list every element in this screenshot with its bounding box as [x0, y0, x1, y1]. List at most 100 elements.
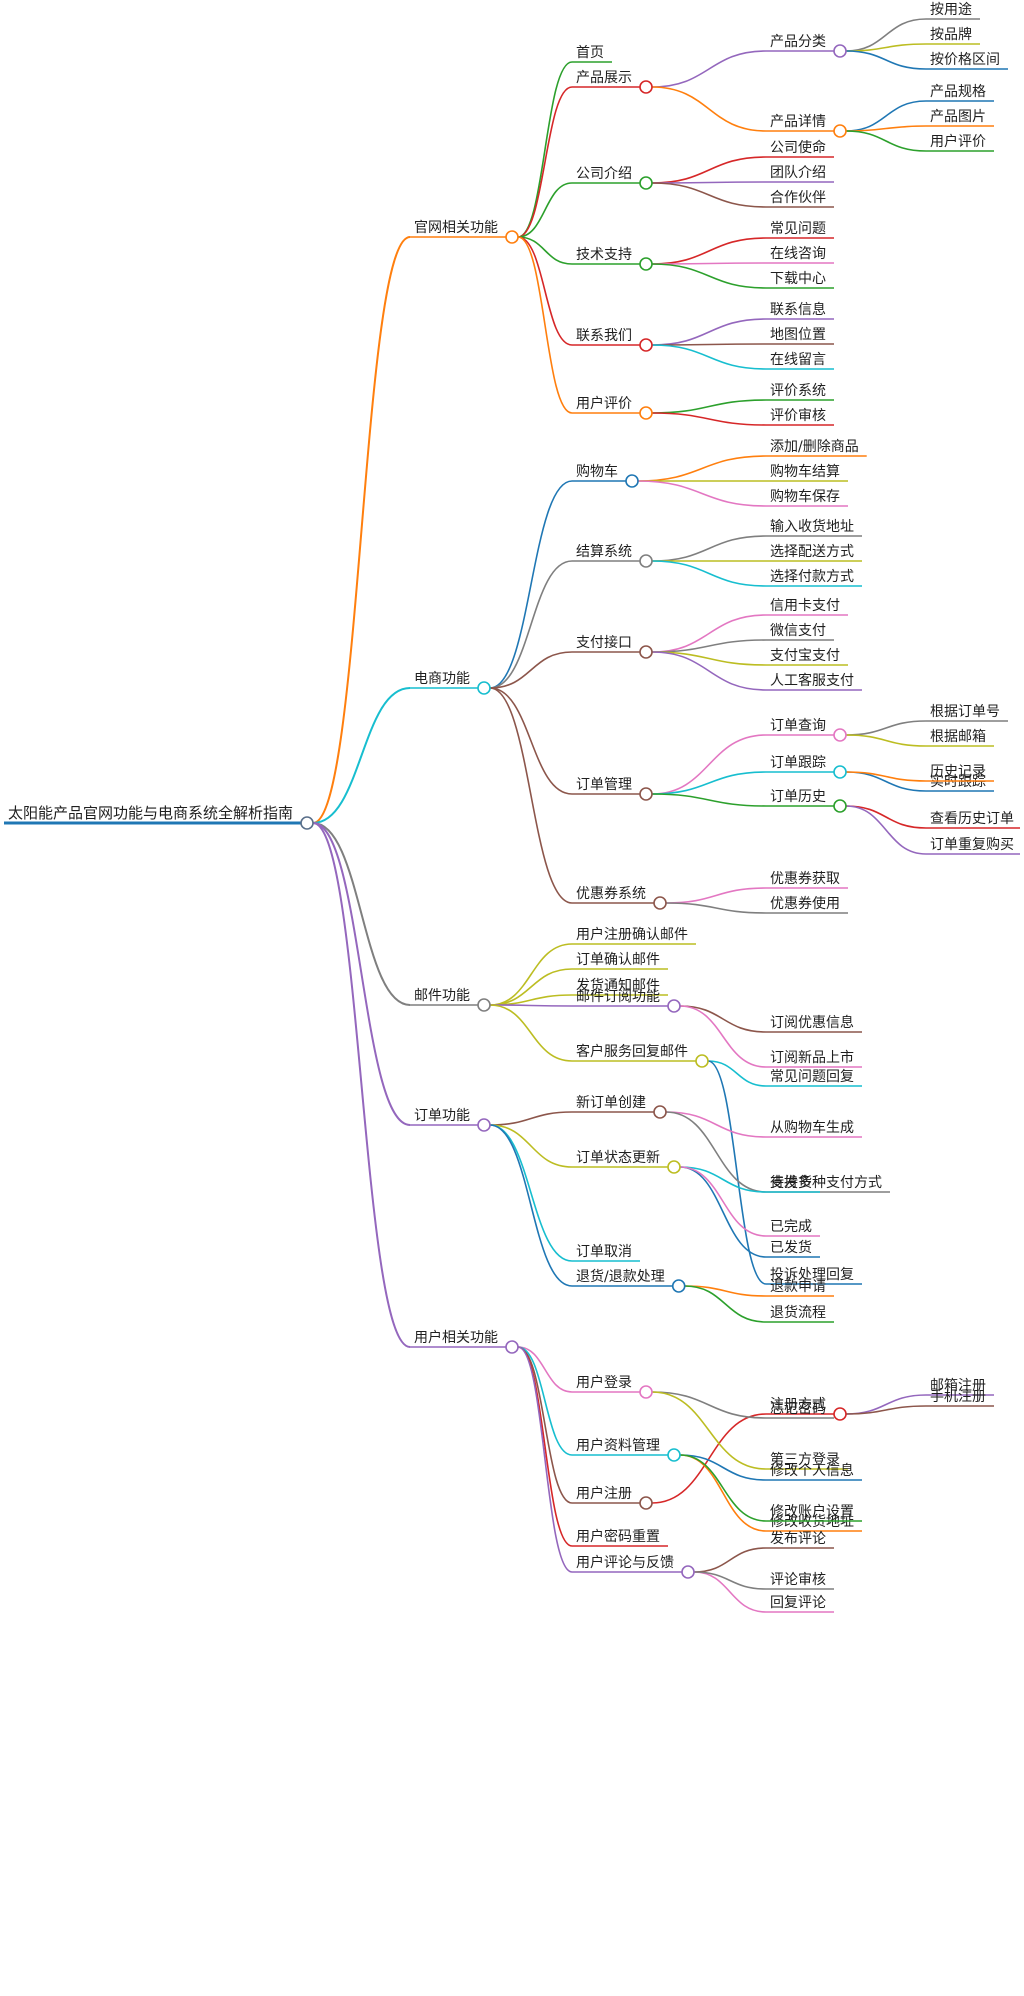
topic-node[interactable]: 支付宝支付	[766, 648, 848, 666]
collapse-toggle-icon[interactable]	[653, 896, 667, 910]
collapse-toggle-icon[interactable]	[639, 1496, 653, 1510]
topic-node[interactable]: 订单取消	[572, 1244, 640, 1262]
topic-node[interactable]: 发布评论	[766, 1531, 834, 1549]
topic-node[interactable]: 电商功能	[410, 671, 491, 695]
topic-node[interactable]: 信用卡支付	[766, 598, 848, 616]
collapse-toggle-icon[interactable]	[833, 765, 847, 779]
topic-node[interactable]: 评价审核	[766, 408, 834, 426]
collapse-toggle-icon[interactable]	[639, 257, 653, 271]
topic-node[interactable]: 第三方登录	[766, 1451, 848, 1470]
collapse-toggle-icon[interactable]	[300, 816, 314, 830]
topic-node[interactable]: 订单查询	[766, 718, 847, 742]
topic-node[interactable]: 用户注册	[572, 1485, 653, 1510]
collapse-toggle-icon[interactable]	[477, 1118, 491, 1132]
topic-node[interactable]: 按用途	[926, 1, 980, 20]
topic-node[interactable]: 订单状态更新	[572, 1150, 681, 1174]
topic-node[interactable]: 用户注册确认邮件	[572, 926, 696, 945]
collapse-toggle-icon[interactable]	[505, 1340, 519, 1354]
collapse-toggle-icon[interactable]	[639, 787, 653, 801]
topic-node[interactable]: 优惠券获取	[766, 871, 848, 889]
topic-node[interactable]: 官网相关功能	[410, 220, 519, 244]
collapse-toggle-icon[interactable]	[639, 176, 653, 190]
collapse-toggle-icon[interactable]	[653, 1105, 667, 1119]
topic-node[interactable]: 微信支付	[766, 623, 834, 641]
topic-node[interactable]: 实时跟踪	[926, 774, 994, 792]
topic-node[interactable]: 订单功能	[410, 1108, 491, 1132]
topic-node[interactable]: 购物车保存	[766, 488, 848, 507]
topic-node[interactable]: 输入收货地址	[766, 518, 862, 537]
topic-node[interactable]: 订单确认邮件	[572, 952, 668, 970]
topic-node[interactable]: 产品分类	[766, 34, 847, 58]
topic-node[interactable]: 评论审核	[766, 1572, 834, 1590]
topic-node[interactable]: 产品详情	[766, 114, 847, 138]
collapse-toggle-icon[interactable]	[833, 1407, 847, 1421]
topic-node[interactable]: 产品规格	[926, 84, 994, 102]
topic-node[interactable]: 公司使命	[766, 139, 834, 158]
topic-node[interactable]: 邮件订阅功能	[572, 989, 681, 1013]
topic-node[interactable]: 购物车	[572, 463, 639, 488]
topic-node[interactable]: 订单管理	[572, 777, 653, 801]
topic-node[interactable]: 地图位置	[766, 327, 834, 345]
topic-node[interactable]: 订单跟踪	[766, 755, 847, 779]
topic-node[interactable]: 客户服务回复邮件	[572, 1043, 709, 1068]
collapse-toggle-icon[interactable]	[505, 230, 519, 244]
topic-node[interactable]: 按品牌	[926, 26, 980, 45]
collapse-toggle-icon[interactable]	[477, 998, 491, 1012]
topic-node[interactable]: 公司介绍	[572, 166, 653, 190]
topic-node[interactable]: 结算系统	[572, 544, 653, 568]
topic-node[interactable]: 常见问题	[766, 221, 834, 239]
topic-node[interactable]: 邮件功能	[410, 988, 491, 1012]
topic-node[interactable]: 订单历史	[766, 789, 847, 813]
topic-node[interactable]: 在线咨询	[766, 246, 834, 264]
collapse-toggle-icon[interactable]	[639, 338, 653, 352]
topic-node[interactable]: 忘记密码	[766, 1400, 834, 1419]
topic-node[interactable]: 订阅新品上市	[766, 1049, 862, 1068]
collapse-toggle-icon[interactable]	[639, 554, 653, 568]
topic-node[interactable]: 常见问题回复	[766, 1068, 862, 1087]
topic-node[interactable]: 联系我们	[572, 328, 653, 352]
collapse-toggle-icon[interactable]	[667, 999, 681, 1013]
topic-node[interactable]: 用户评价	[926, 133, 994, 152]
topic-node[interactable]: 产品图片	[926, 109, 994, 127]
topic-node[interactable]: 用户评论与反馈	[572, 1554, 695, 1579]
collapse-toggle-icon[interactable]	[667, 1448, 681, 1462]
topic-node[interactable]: 用户评价	[572, 395, 653, 420]
topic-node[interactable]: 用户资料管理	[572, 1437, 681, 1462]
collapse-toggle-icon[interactable]	[667, 1160, 681, 1174]
collapse-toggle-icon[interactable]	[833, 728, 847, 742]
collapse-toggle-icon[interactable]	[833, 799, 847, 813]
topic-node[interactable]: 选择配送方式	[766, 544, 862, 562]
topic-node[interactable]: 合作伙伴	[766, 190, 834, 208]
topic-node[interactable]: 选择付款方式	[766, 569, 862, 587]
topic-node[interactable]: 已发货	[766, 1239, 820, 1258]
topic-node[interactable]: 手机注册	[926, 1389, 994, 1407]
topic-node[interactable]: 修改个人信息	[766, 1462, 862, 1481]
topic-node[interactable]: 根据订单号	[926, 704, 1008, 722]
topic-node[interactable]: 回复评论	[766, 1594, 834, 1613]
topic-node[interactable]: 待发货	[766, 1174, 820, 1193]
topic-node[interactable]: 退货/退款处理	[572, 1268, 686, 1293]
topic-node[interactable]: 查看历史订单	[926, 811, 1020, 829]
topic-node[interactable]: 投诉处理回复	[766, 1266, 862, 1285]
topic-node[interactable]: 按价格区间	[926, 52, 1008, 70]
topic-node[interactable]: 下载中心	[766, 271, 834, 289]
topic-node[interactable]: 新订单创建	[572, 1095, 667, 1119]
topic-node[interactable]: 退货流程	[766, 1304, 834, 1323]
topic-node[interactable]: 在线留言	[766, 352, 834, 370]
collapse-toggle-icon[interactable]	[833, 44, 847, 58]
topic-node[interactable]: 根据邮箱	[926, 729, 994, 747]
topic-node[interactable]: 邮箱注册	[926, 1378, 994, 1396]
collapse-toggle-icon[interactable]	[639, 80, 653, 94]
topic-node[interactable]: 优惠券使用	[766, 895, 848, 914]
collapse-toggle-icon[interactable]	[695, 1054, 709, 1068]
topic-node[interactable]: 已完成	[766, 1219, 820, 1237]
topic-node[interactable]: 从购物车生成	[766, 1119, 862, 1138]
collapse-toggle-icon[interactable]	[477, 681, 491, 695]
topic-node[interactable]: 用户登录	[572, 1374, 653, 1399]
topic-node[interactable]: 首页	[572, 45, 612, 63]
topic-node[interactable]: 技术支持	[572, 247, 653, 271]
topic-node[interactable]: 历史记录	[926, 764, 994, 782]
collapse-toggle-icon[interactable]	[639, 406, 653, 420]
topic-node[interactable]: 订单重复购买	[926, 836, 1020, 855]
topic-node[interactable]: 用户相关功能	[410, 1329, 519, 1354]
